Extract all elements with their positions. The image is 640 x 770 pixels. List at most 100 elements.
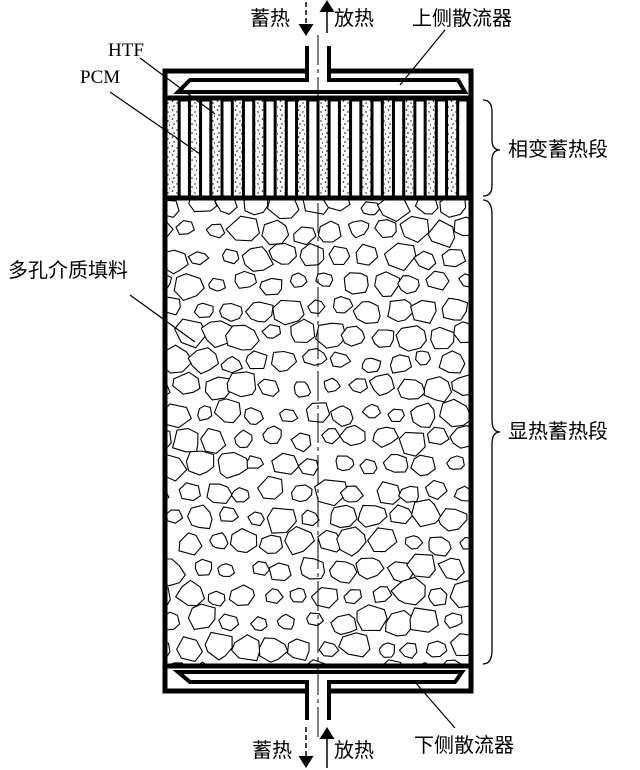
pebble	[193, 302, 214, 319]
pebble	[340, 325, 366, 347]
pebble	[293, 226, 317, 246]
pebble	[347, 220, 370, 239]
pebble	[173, 273, 205, 302]
pebble	[306, 612, 325, 627]
pebble	[266, 507, 298, 534]
pebble	[367, 527, 398, 553]
htf-channel	[306, 98, 320, 199]
pebble	[390, 576, 426, 606]
pebble	[444, 612, 463, 629]
pebble	[218, 613, 240, 632]
pebble	[178, 532, 203, 556]
pebble	[372, 426, 400, 449]
pebble	[428, 536, 452, 557]
pebble	[381, 659, 402, 666]
pebble	[329, 504, 358, 529]
pebble	[451, 374, 469, 396]
pebble	[449, 633, 469, 657]
pebble	[290, 318, 316, 344]
pebble	[200, 427, 227, 454]
pebble	[360, 201, 381, 216]
leader-htf	[139, 57, 216, 115]
pebble	[389, 504, 414, 525]
pebble	[218, 302, 243, 322]
htf-channel	[391, 98, 406, 199]
pebble	[307, 299, 326, 315]
pebble	[397, 275, 420, 295]
pebble	[299, 242, 325, 267]
pebble	[336, 526, 367, 557]
pebble	[328, 560, 358, 584]
pebble	[171, 427, 199, 453]
pebble	[176, 636, 204, 663]
pebble	[335, 455, 355, 472]
pebble	[409, 402, 436, 428]
pebble	[299, 557, 326, 580]
porous-fill-label: 多孔介质填料	[8, 258, 128, 282]
pebble	[258, 534, 284, 554]
pebble	[305, 402, 331, 423]
pebble	[437, 508, 468, 532]
pebble	[204, 376, 231, 401]
pebble	[332, 296, 354, 314]
pebble	[246, 455, 265, 469]
pebble	[459, 536, 469, 550]
pebble	[376, 200, 411, 223]
pebble	[225, 215, 261, 242]
pebble	[221, 248, 240, 265]
pebble	[398, 642, 418, 659]
pebble	[439, 200, 467, 218]
pebble	[257, 378, 280, 398]
pebble	[301, 509, 320, 527]
pebble	[410, 498, 442, 528]
pebble	[361, 357, 382, 374]
sensible-section-label: 显热蓄热段	[508, 419, 608, 443]
pebble	[352, 301, 381, 324]
pebble	[284, 525, 316, 556]
pebble	[378, 642, 396, 658]
htf-channel	[177, 98, 191, 199]
pebble	[167, 430, 172, 449]
pebble	[357, 504, 388, 528]
pebble	[397, 378, 426, 400]
pebble	[230, 486, 250, 503]
pebble	[399, 215, 430, 244]
pebble	[214, 200, 238, 215]
pebble	[243, 407, 265, 425]
pebble	[167, 221, 174, 238]
pebble	[329, 351, 352, 368]
pebble	[314, 479, 349, 507]
pebble	[423, 376, 453, 403]
top-charge-label: 蓄热	[250, 6, 290, 30]
pebble	[175, 220, 196, 235]
pebble	[441, 297, 469, 321]
pebble	[289, 272, 308, 288]
pebble	[208, 277, 227, 292]
pebble	[209, 532, 229, 550]
pebble	[315, 272, 334, 287]
pebble	[187, 603, 216, 631]
pebble	[256, 475, 284, 500]
bottom-pipe	[172, 670, 466, 720]
pebble	[301, 348, 328, 366]
leader-top-diffuser	[399, 29, 446, 86]
pebble	[413, 250, 437, 271]
pebble	[368, 373, 395, 397]
pebble	[225, 324, 260, 351]
pebble	[229, 527, 258, 554]
pebble	[323, 377, 341, 393]
pebble	[167, 642, 171, 657]
pebble	[194, 558, 213, 576]
pebble	[187, 347, 220, 375]
pebble	[425, 640, 448, 658]
pebble	[361, 403, 382, 419]
pebble	[355, 557, 385, 580]
pebble	[293, 381, 312, 398]
pebble	[261, 219, 290, 246]
pebble	[167, 403, 192, 429]
pebble	[167, 296, 181, 316]
pebble	[186, 504, 213, 530]
pebble	[213, 398, 242, 424]
pebble	[262, 425, 282, 445]
pebble	[330, 613, 358, 636]
